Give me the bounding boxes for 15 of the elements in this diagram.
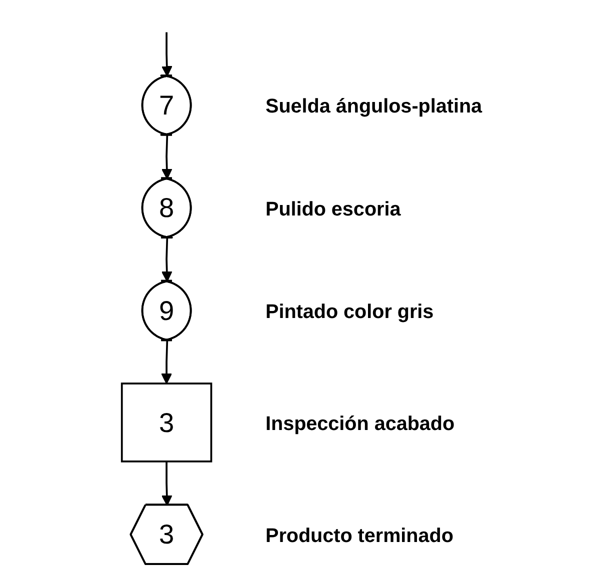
arrow <box>161 461 172 506</box>
operation-oval: 9 <box>141 280 192 342</box>
arrow <box>161 32 172 77</box>
arrow <box>161 340 172 384</box>
arrow <box>161 238 172 282</box>
arrow <box>161 135 172 180</box>
step-description: Pulido escoria <box>266 198 401 220</box>
operation-oval: 7 <box>141 74 192 136</box>
step-description: Suelda ángulos-platina <box>266 96 482 118</box>
inspection-box: 3 <box>120 382 212 462</box>
hexagon-node: 3 <box>130 504 204 566</box>
step-description: Pintado color gris <box>266 300 434 323</box>
step-description: Inspección acabado <box>266 412 455 435</box>
operation-oval: 8 <box>141 177 192 238</box>
step-description: Producto terminado <box>266 524 454 547</box>
